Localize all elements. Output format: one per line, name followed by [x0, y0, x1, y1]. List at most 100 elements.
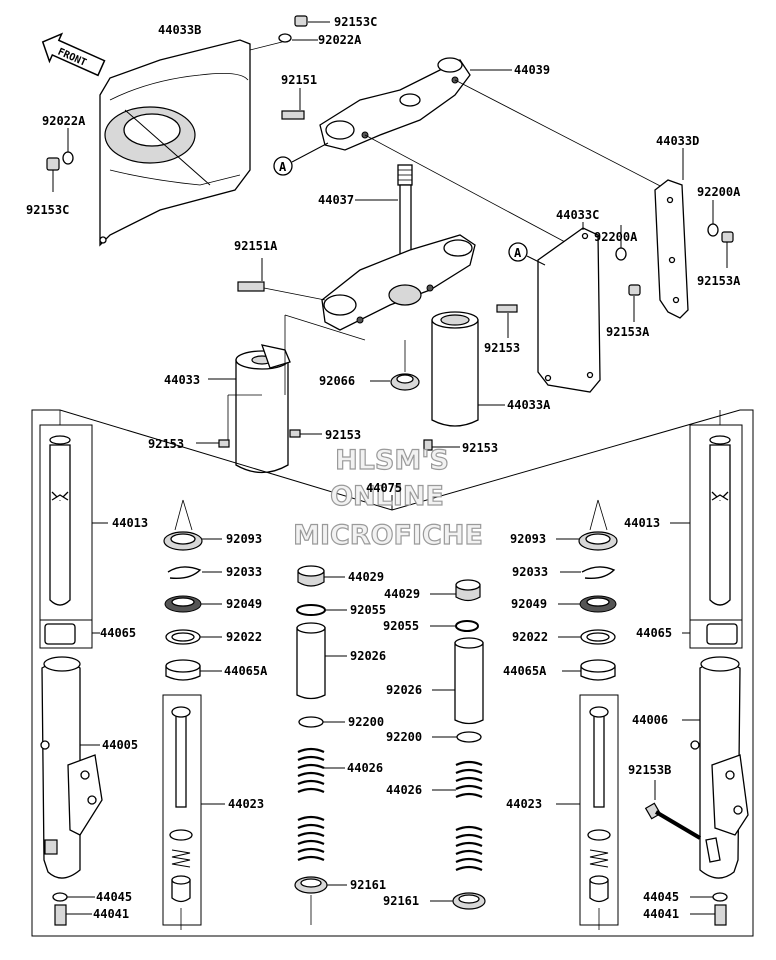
- label-92055-left: 92055: [350, 603, 386, 617]
- label-92033-left: 92033: [226, 565, 262, 579]
- cover-44033b: [99, 39, 251, 247]
- label-92026-right: 92026: [386, 683, 422, 697]
- label-44045-left: 44045: [96, 890, 132, 904]
- cover-44033d: [654, 148, 689, 319]
- right-inner-tube-44013: [670, 424, 743, 621]
- bolt-92153-mid: [496, 304, 518, 338]
- right-dust-seal-92093: [556, 499, 618, 551]
- left-washer-92022: [165, 629, 222, 645]
- right-bushing-44065: [682, 619, 743, 649]
- left-oring-92055: [296, 604, 347, 616]
- lower-bracket: [321, 234, 476, 331]
- right-bolt-44041: [690, 904, 727, 926]
- label-92022-right: 92022: [512, 630, 548, 644]
- cover-44033: [208, 314, 366, 474]
- label-44033a: 44033A: [507, 398, 551, 412]
- fork-frame: [31, 409, 754, 937]
- bolt-92153-b: [289, 429, 322, 438]
- cover-44033a: [431, 311, 505, 427]
- cover-44033c: [537, 222, 601, 393]
- left-oil-seal-92049: [164, 595, 222, 613]
- label-92153b: 92153B: [628, 763, 671, 777]
- label-44065a-right: 44065A: [503, 664, 547, 678]
- label-92153a-mid: 92153A: [606, 325, 650, 339]
- watermark-line-1: HLSM'S: [335, 445, 449, 476]
- leader-line: [364, 134, 581, 251]
- washer-92200a-mid: [615, 225, 627, 261]
- right-seal-92161: [430, 892, 486, 910]
- left-damper-44023: [162, 694, 225, 930]
- ref-marker-a-mid-label: A: [514, 246, 522, 260]
- label-92200-left: 92200: [348, 715, 384, 729]
- bolt-92153b: [644, 780, 702, 840]
- label-92055-right: 92055: [383, 619, 419, 633]
- label-92022a-left: 92022A: [42, 114, 86, 128]
- nut-92153c-top: [294, 15, 330, 27]
- label-92066: 92066: [319, 374, 355, 388]
- label-92151: 92151: [281, 73, 317, 87]
- label-44045-right: 44045: [643, 890, 679, 904]
- left-cap-44029: [297, 565, 345, 587]
- label-44029-left: 44029: [348, 570, 384, 584]
- bolt-92153-a: [196, 439, 230, 448]
- left-bushing-44065a: [165, 659, 222, 681]
- label-92033-right: 92033: [512, 565, 548, 579]
- bolt-92151: [281, 88, 305, 120]
- left-dust-seal-92093: [163, 499, 222, 551]
- label-44026-right: 44026: [386, 783, 422, 797]
- label-92161-right: 92161: [383, 894, 419, 908]
- label-44075: 44075: [366, 481, 402, 495]
- left-inner-tube-44013: [39, 424, 108, 621]
- label-92093-left: 92093: [226, 532, 262, 546]
- label-92153-c: 92153: [462, 441, 498, 455]
- right-spring-44026: [432, 760, 483, 872]
- label-44065-left: 44065: [100, 626, 136, 640]
- label-92049-left: 92049: [226, 597, 262, 611]
- label-92151a: 92151A: [234, 239, 278, 253]
- label-44039: 44039: [514, 63, 550, 77]
- label-92153-mid: 92153: [484, 341, 520, 355]
- bolt-92153-c: [423, 439, 460, 451]
- ref-marker-a-mid: A: [508, 242, 546, 266]
- left-spring-44026: [297, 747, 345, 862]
- right-washer-44045: [690, 892, 728, 902]
- front-arrow: FRONT: [41, 32, 106, 77]
- label-44037: 44037: [318, 193, 354, 207]
- watermark-line-2: ONLINE: [330, 481, 444, 512]
- right-washer-92022: [558, 629, 616, 645]
- label-92153c-top: 92153C: [334, 15, 377, 29]
- label-44033: 44033: [164, 373, 200, 387]
- label-44033c: 44033C: [556, 208, 599, 222]
- left-washer-44045: [52, 892, 95, 902]
- label-92153-a: 92153: [148, 437, 184, 451]
- left-bolt-44041: [54, 904, 92, 926]
- label-92026-left: 92026: [350, 649, 386, 663]
- label-92153-b: 92153: [325, 428, 361, 442]
- steering-stem-44037: [355, 164, 413, 281]
- left-seal-92161: [294, 876, 347, 925]
- nut-92153a-mid: [628, 284, 641, 322]
- label-44013-right: 44013: [624, 516, 660, 530]
- label-44065a-left: 44065A: [224, 664, 268, 678]
- left-outer-tube-44005: [40, 410, 103, 879]
- right-bushing-44065a: [562, 659, 616, 681]
- left-washer-92200: [298, 716, 345, 728]
- label-44041-left: 44041: [93, 907, 129, 921]
- right-spacer-92026: [432, 637, 484, 725]
- label-92200-right: 92200: [386, 730, 422, 744]
- right-cap-44029: [430, 579, 481, 602]
- label-44006: 44006: [632, 713, 668, 727]
- bolt-92151a: [237, 258, 326, 301]
- label-44065-right: 44065: [636, 626, 672, 640]
- nut-92153c-left: [46, 157, 60, 192]
- label-92153c-left: 92153C: [26, 203, 69, 217]
- label-44013-left: 44013: [112, 516, 148, 530]
- leader-line: [454, 79, 669, 191]
- label-92022a-top: 92022A: [318, 33, 362, 47]
- left-spacer-92026: [296, 622, 347, 700]
- left-clip-92033: [167, 566, 222, 580]
- nut-92153a-right: [721, 231, 734, 268]
- right-washer-92200: [432, 731, 482, 743]
- label-92093-right: 92093: [510, 532, 546, 546]
